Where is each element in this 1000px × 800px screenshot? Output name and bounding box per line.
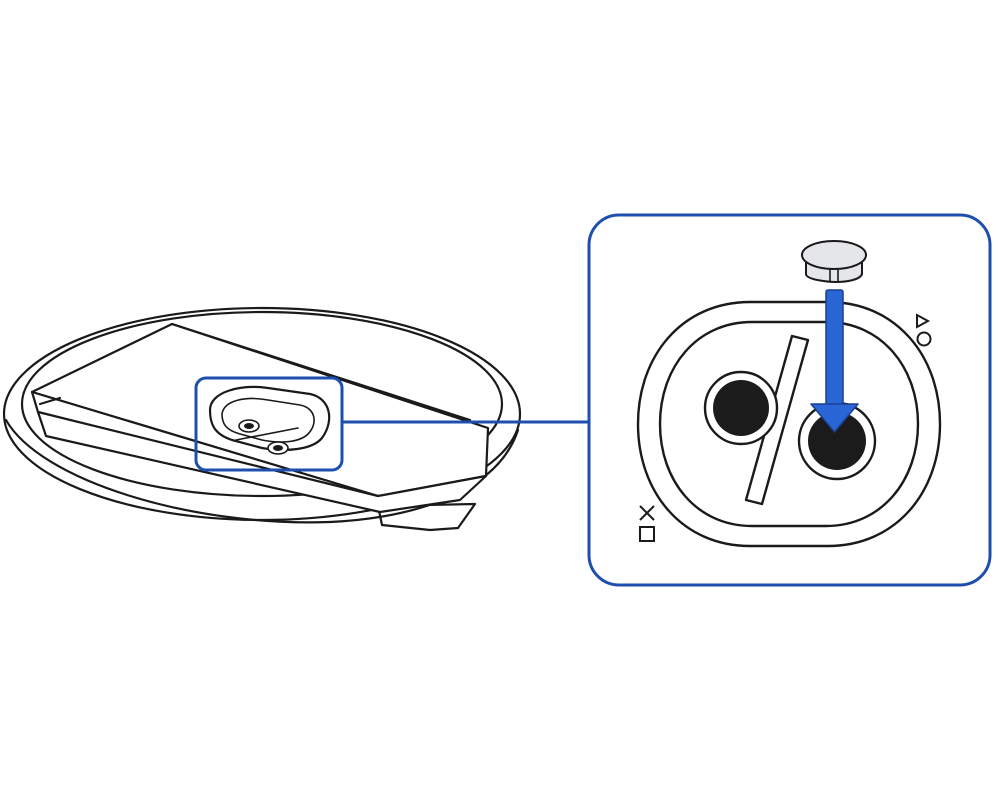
stand-plate-groove [170, 322, 472, 422]
stand-lower-shelf [36, 410, 488, 514]
detail-mount [636, 300, 942, 548]
right-hole [808, 412, 866, 470]
stand-mount-divider [235, 427, 299, 441]
stand-screw-hole-2-core [273, 445, 283, 451]
circle-symbol [916, 331, 932, 347]
cross-symbol-b [639, 505, 655, 521]
stand-screw-hole-1-core [244, 423, 254, 429]
cap-top [801, 240, 867, 270]
arrow-shaft [825, 289, 844, 409]
console-stand [2, 306, 522, 532]
stand-foot [376, 502, 477, 532]
left-hole [713, 380, 769, 436]
triangle-symbol [916, 313, 931, 329]
screw-cover-cap [801, 240, 867, 283]
arrow-head [810, 403, 859, 433]
stand-plate-lip [38, 396, 62, 406]
playstation-cross-square-icon [639, 505, 655, 542]
highlight-box [194, 376, 344, 472]
playstation-triangle-circle-icon [916, 313, 932, 347]
insert-arrow [810, 289, 859, 433]
stand-mount-pocket-inner [221, 397, 315, 443]
mount-divider-strip [744, 334, 810, 506]
square-symbol [639, 526, 655, 542]
